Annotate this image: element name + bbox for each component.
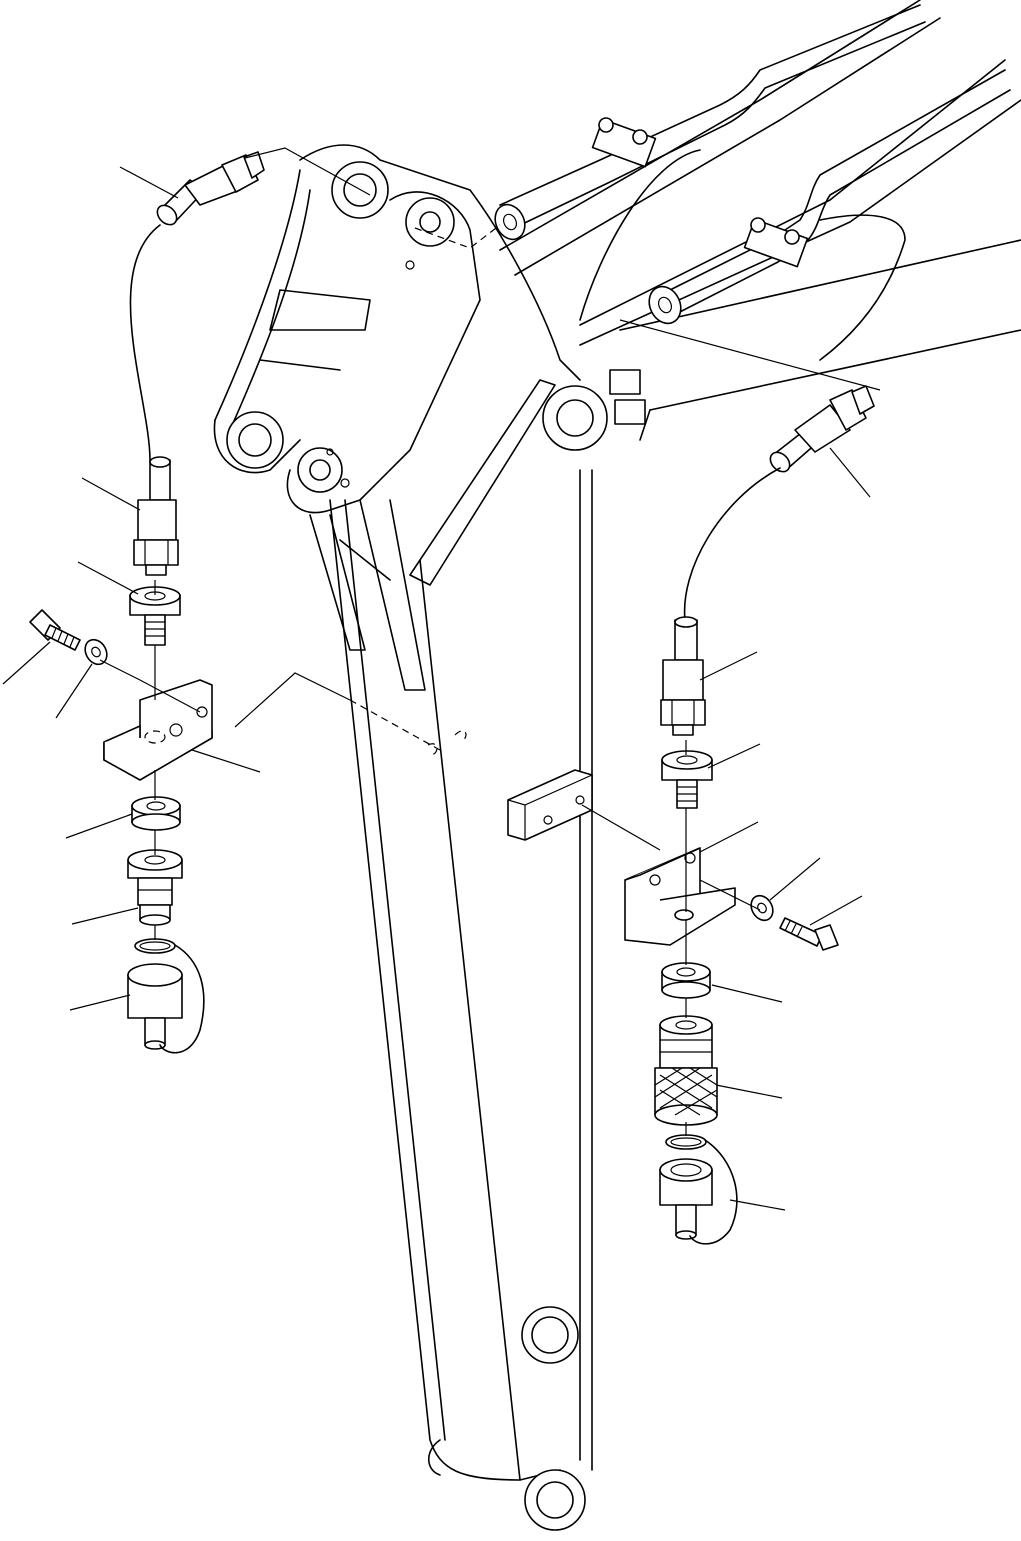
left-hose bbox=[130, 225, 160, 460]
left-washer bbox=[81, 636, 111, 669]
right-coupler-female bbox=[655, 1016, 717, 1125]
callout-leader-11 bbox=[700, 652, 757, 680]
callout-leader-8 bbox=[72, 908, 138, 924]
callout-leader-10 bbox=[830, 448, 870, 497]
right-washer bbox=[747, 892, 777, 925]
callout-leader-17 bbox=[716, 1085, 782, 1098]
right-coupler-body bbox=[661, 617, 705, 735]
right-dust-cap bbox=[660, 1135, 737, 1244]
callout-leader-14 bbox=[770, 858, 820, 900]
left-adapter bbox=[130, 587, 180, 645]
callout-leader-3 bbox=[78, 562, 138, 594]
right-bracket bbox=[625, 848, 735, 945]
callout-leader-1 bbox=[120, 167, 178, 198]
left-hose-fitting-top bbox=[154, 152, 264, 228]
right-hose-fitting-top bbox=[767, 386, 874, 475]
callout-leader-18 bbox=[730, 1200, 785, 1210]
callout-leader-16 bbox=[712, 985, 782, 1002]
callout-leader-7 bbox=[66, 814, 132, 838]
assembly-lines bbox=[100, 148, 880, 910]
right-adapter bbox=[662, 751, 712, 808]
left-bracket bbox=[104, 680, 212, 780]
callout-leader-15 bbox=[810, 896, 862, 925]
callout-leader-6 bbox=[192, 750, 260, 772]
left-bolt bbox=[30, 610, 80, 650]
callout-leader-12 bbox=[708, 744, 760, 768]
right-parts-stack bbox=[625, 386, 874, 1244]
callout-leader-2 bbox=[82, 478, 140, 510]
boom-assembly bbox=[490, 0, 1021, 440]
right-hose bbox=[685, 468, 780, 620]
left-parts-stack bbox=[30, 152, 264, 1053]
right-bolt bbox=[780, 918, 838, 950]
arm-assembly bbox=[214, 145, 607, 1530]
callout-leader-9 bbox=[70, 995, 130, 1010]
callout-leader-4 bbox=[3, 642, 50, 684]
callout-leader-13 bbox=[700, 822, 758, 852]
left-nut bbox=[132, 797, 180, 830]
left-coupler-body bbox=[134, 457, 178, 575]
callout-leaders bbox=[3, 167, 870, 1210]
callout-leader-5 bbox=[56, 664, 92, 718]
left-dust-cap bbox=[128, 939, 204, 1053]
left-coupler-female bbox=[128, 850, 182, 925]
right-nut bbox=[662, 963, 710, 998]
